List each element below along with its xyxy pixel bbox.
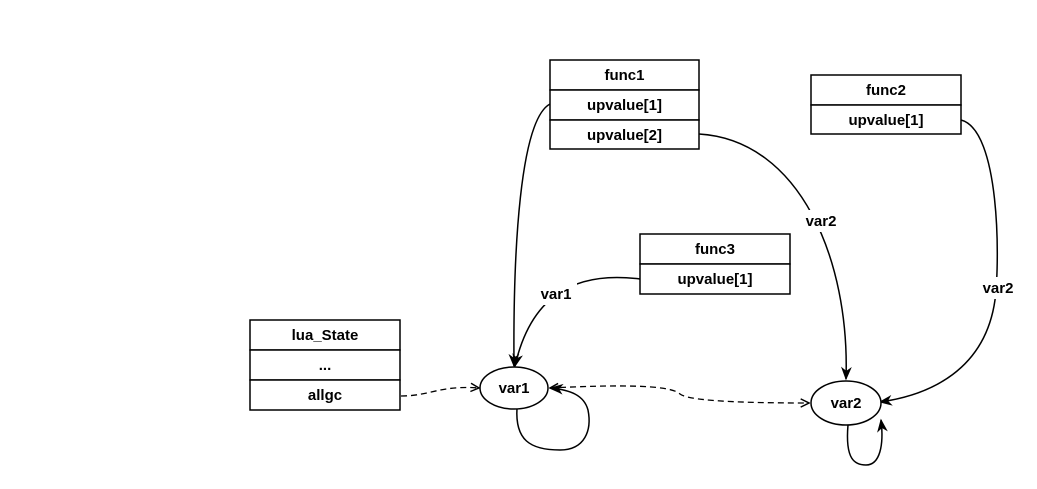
box-lua-state-title-cell [249,319,401,351]
edge-var1-to-var2-gc-list [550,386,809,403]
edge-label-func2-upvalue1: var2 [977,277,1019,299]
box-func1: func1 upvalue[1] upvalue[2] [549,59,700,150]
edge-func3-upvalue1-to-var1 [512,276,641,368]
node-var1: var1 [479,366,549,410]
box-func3-title-cell [639,233,791,265]
node-var2-shape [810,380,882,426]
box-func3-title: func3 [695,241,735,258]
edge-label-text: var1 [541,286,572,303]
node-var1-label: var1 [499,380,530,397]
box-func2-row-upvalue1: upvalue[1] [848,112,923,129]
box-func1-row-upvalue1: upvalue[1] [587,97,662,114]
node-var2: var2 [810,380,882,426]
box-func1-row-cell [549,119,700,150]
edge-label-func1-upvalue2: var2 [800,210,842,232]
edge-var2-self-loop [846,418,888,466]
box-func1-row-cell [549,89,700,121]
box-func3-row-cell [639,263,791,295]
box-func1-title: func1 [604,67,644,84]
node-var2-label: var2 [831,395,862,412]
edge-func2-upvalue1-to-var2 [878,119,999,406]
edge-label-text: var2 [806,213,837,230]
box-func2-row-cell [810,104,962,135]
box-func2: func2 upvalue[1] [810,74,962,135]
edge-label-func3-upvalue1: var1 [535,283,577,305]
box-func3-row-upvalue1: upvalue[1] [677,271,752,288]
box-func2-title: func2 [866,82,906,99]
node-var1-shape [479,366,549,410]
box-lua-state: lua_State ... allgc [249,319,401,411]
box-lua-state-row-allgc: allgc [308,387,342,404]
edge-allgc-to-var1 [400,387,479,397]
box-lua-state-title: lua_State [292,327,359,344]
box-func1-row-upvalue2: upvalue[2] [587,127,662,144]
box-lua-state-row-ellipsis: ... [319,357,332,374]
box-lua-state-row-cell [249,379,401,411]
box-func3: func3 upvalue[1] [639,233,791,295]
edge-label-text: var2 [983,280,1014,297]
edge-func1-upvalue1-to-var1 [508,103,551,368]
